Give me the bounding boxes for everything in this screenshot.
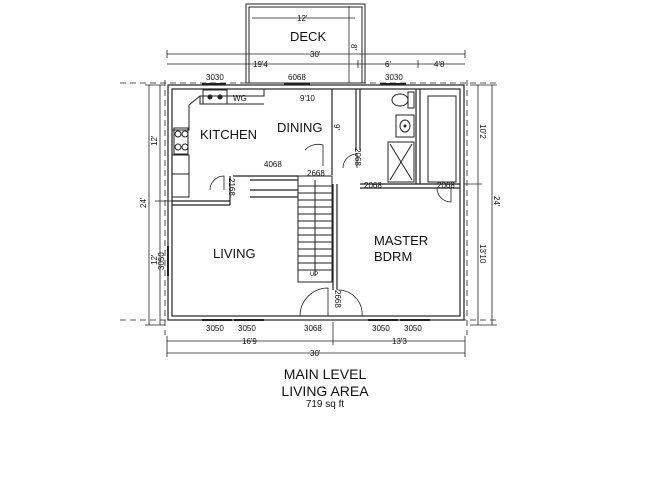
dim-left-total: 24' <box>139 197 148 208</box>
door-label-stair: 2668 <box>307 169 325 178</box>
door-label-bdrm-entry: 2668 <box>333 290 342 308</box>
window-label-dining: 6068 <box>288 73 306 82</box>
stair-up-label: UP <box>310 272 318 278</box>
window-label-living-left: 3050 <box>157 252 166 270</box>
wg-label: WG <box>233 94 247 103</box>
dim-right-upper: 10'2 <box>478 124 487 139</box>
door-label-bdrm-closet: 2068 <box>437 181 455 190</box>
bottom-dimensions <box>120 319 500 357</box>
caption-line-1: MAIN LEVEL <box>283 366 367 382</box>
dim-bottom-total: 30' <box>310 349 321 358</box>
door-swings <box>209 143 452 317</box>
kitchen-counters <box>172 89 265 198</box>
caption-line-2: LIVING AREA <box>281 383 369 399</box>
dim-right-total: 24' <box>492 196 501 207</box>
window-label-kitchen: 3030 <box>206 73 224 82</box>
top-dimensions <box>120 6 500 84</box>
dim-deck-width: 12' <box>297 14 308 23</box>
window-label-bdrm-1: 3050 <box>372 324 390 333</box>
door-label-bath: 2068 <box>364 181 382 190</box>
staircase <box>297 175 333 283</box>
room-label-master-2: BDRM <box>374 249 412 264</box>
door-label-pantry: 4068 <box>264 160 282 169</box>
interior-walls <box>172 89 460 290</box>
dim-top-left: 19'4 <box>253 60 268 69</box>
window-label-living-1: 3050 <box>206 324 224 333</box>
door-label-hall: 2068 <box>353 148 362 166</box>
dim-deck-depth: 8' <box>349 44 358 50</box>
window-label-bdrm-2: 3050 <box>404 324 422 333</box>
dim-top-right: 4'8 <box>434 60 445 69</box>
window-label-living-2: 3050 <box>238 324 256 333</box>
dim-bottom-right: 13'3 <box>392 337 407 346</box>
dim-top-mid: 6' <box>385 60 391 69</box>
room-label-kitchen: KITCHEN <box>200 127 257 142</box>
dim-bottom-left: 16'9 <box>242 337 257 346</box>
dim-dining-width: 9'10 <box>300 94 315 103</box>
caption-area: 719 sq ft <box>305 399 345 410</box>
right-dimensions <box>464 80 497 335</box>
dim-left-upper: 12' <box>150 135 159 146</box>
door-label-entry: 3068 <box>304 324 322 333</box>
dim-left-lower: 12' <box>150 254 159 265</box>
dim-right-lower: 13'10 <box>478 244 487 264</box>
room-label-master-1: MASTER <box>374 233 428 248</box>
windows <box>167 83 430 321</box>
window-label-bath: 3030 <box>385 73 403 82</box>
room-label-deck: DECK <box>290 29 326 44</box>
dim-top-total: 30' <box>310 50 321 59</box>
room-label-dining: DINING <box>277 120 323 135</box>
room-label-living: LIVING <box>213 246 256 261</box>
bathroom-fixtures <box>387 91 457 183</box>
dim-dining-depth: 9' <box>332 124 341 130</box>
left-dimensions <box>145 80 172 335</box>
door-label-closet: 2168 <box>227 178 236 196</box>
